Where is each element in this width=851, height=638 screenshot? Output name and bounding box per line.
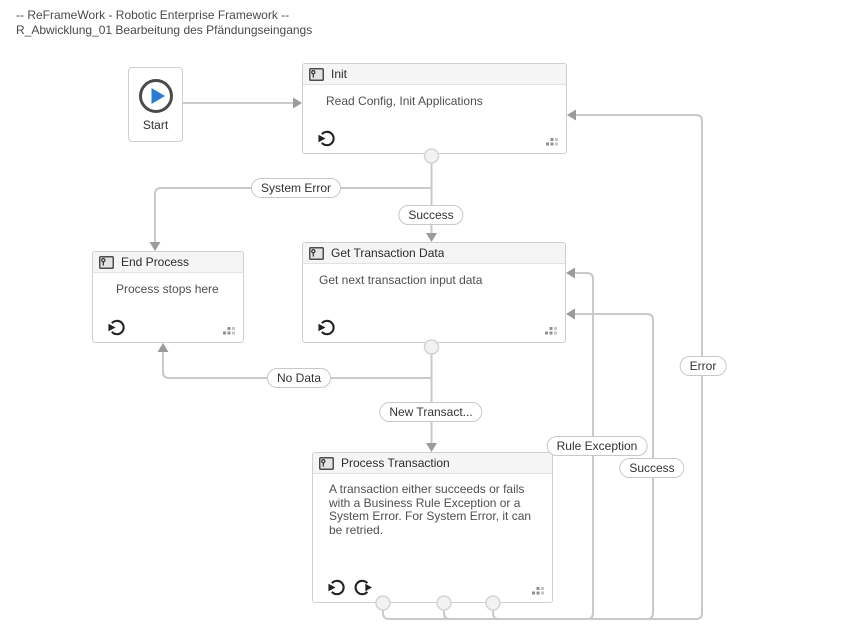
- state-get-transaction-data[interactable]: Get Transaction Data Get next transactio…: [302, 242, 566, 343]
- state-end-process-header: End Process: [93, 252, 243, 273]
- resize-grip-icon[interactable]: [223, 327, 235, 335]
- state-icon: [309, 67, 324, 81]
- arrowhead-rule-exception-into-gtd: [566, 267, 575, 279]
- arrowhead-system-error-into-end: [149, 242, 161, 251]
- state-description: Read Config, Init Applications: [326, 94, 483, 108]
- edge-pt-error[interactable]: [492, 114, 703, 620]
- transition-label-success-init[interactable]: Success: [398, 205, 464, 225]
- state-process-transaction[interactable]: Process Transaction A transaction either…: [312, 452, 553, 603]
- state-title: End Process: [121, 255, 190, 269]
- play-icon: [137, 77, 175, 115]
- state-title: Process Transaction: [341, 456, 450, 470]
- arrowhead-success-into-gtd-right: [566, 308, 575, 320]
- state-title: Init: [331, 67, 348, 81]
- entry-action-icon: [317, 129, 336, 148]
- transition-label-rule-exception[interactable]: Rule Exception: [546, 436, 648, 456]
- transition-label-success-retry[interactable]: Success: [619, 458, 685, 478]
- arrowhead-no-data-into-end: [157, 343, 169, 352]
- state-icon: [319, 456, 334, 470]
- state-description: Process stops here: [116, 282, 219, 296]
- resize-grip-icon[interactable]: [532, 587, 544, 595]
- workflow-title-line2: R_Abwicklung_01 Bearbeitung des Pfändung…: [16, 23, 313, 37]
- arrowhead-error-into-init: [567, 109, 576, 121]
- workflow-title-line1: -- ReFrameWork - Robotic Enterprise Fram…: [16, 8, 290, 22]
- arrowhead-new-transaction-into-pt: [426, 443, 437, 452]
- state-end-process[interactable]: End Process Process stops here: [92, 251, 244, 343]
- entry-action-icon: [327, 578, 346, 597]
- entry-action-icon: [107, 318, 126, 337]
- entry-action-icon: [317, 318, 336, 337]
- state-pt-header: Process Transaction: [313, 453, 552, 474]
- arrowhead-into-init-left: [293, 97, 302, 109]
- resize-grip-icon[interactable]: [545, 327, 557, 335]
- edge-pt-rule-exception[interactable]: [382, 272, 594, 620]
- state-title: Get Transaction Data: [331, 246, 445, 260]
- arrowhead-success-into-gtd-top: [426, 233, 437, 242]
- transition-label-no-data[interactable]: No Data: [266, 368, 332, 388]
- edge-pt-success[interactable]: [443, 313, 654, 620]
- state-icon: [309, 246, 324, 260]
- transition-label-system-error[interactable]: System Error: [250, 178, 342, 198]
- resize-grip-icon[interactable]: [546, 138, 558, 146]
- edge-init-system-error[interactable]: [154, 187, 432, 243]
- edge-gtd-no-data[interactable]: [162, 351, 432, 379]
- transition-label-error[interactable]: Error: [679, 356, 727, 376]
- state-description: Get next transaction input data: [319, 273, 483, 287]
- exit-action-icon: [353, 578, 372, 597]
- state-init[interactable]: Init Read Config, Init Applications: [302, 63, 567, 154]
- workflow-title: -- ReFrameWork - Robotic Enterprise Fram…: [16, 8, 312, 38]
- state-init-header: Init: [303, 64, 566, 85]
- transition-label-new-transaction[interactable]: New Transact...: [379, 402, 483, 422]
- state-icon: [99, 255, 114, 269]
- state-description: A transaction either succeeds or fails w…: [329, 482, 532, 537]
- start-node[interactable]: Start: [128, 67, 183, 142]
- start-label: Start: [142, 118, 169, 132]
- state-gtd-header: Get Transaction Data: [303, 243, 565, 264]
